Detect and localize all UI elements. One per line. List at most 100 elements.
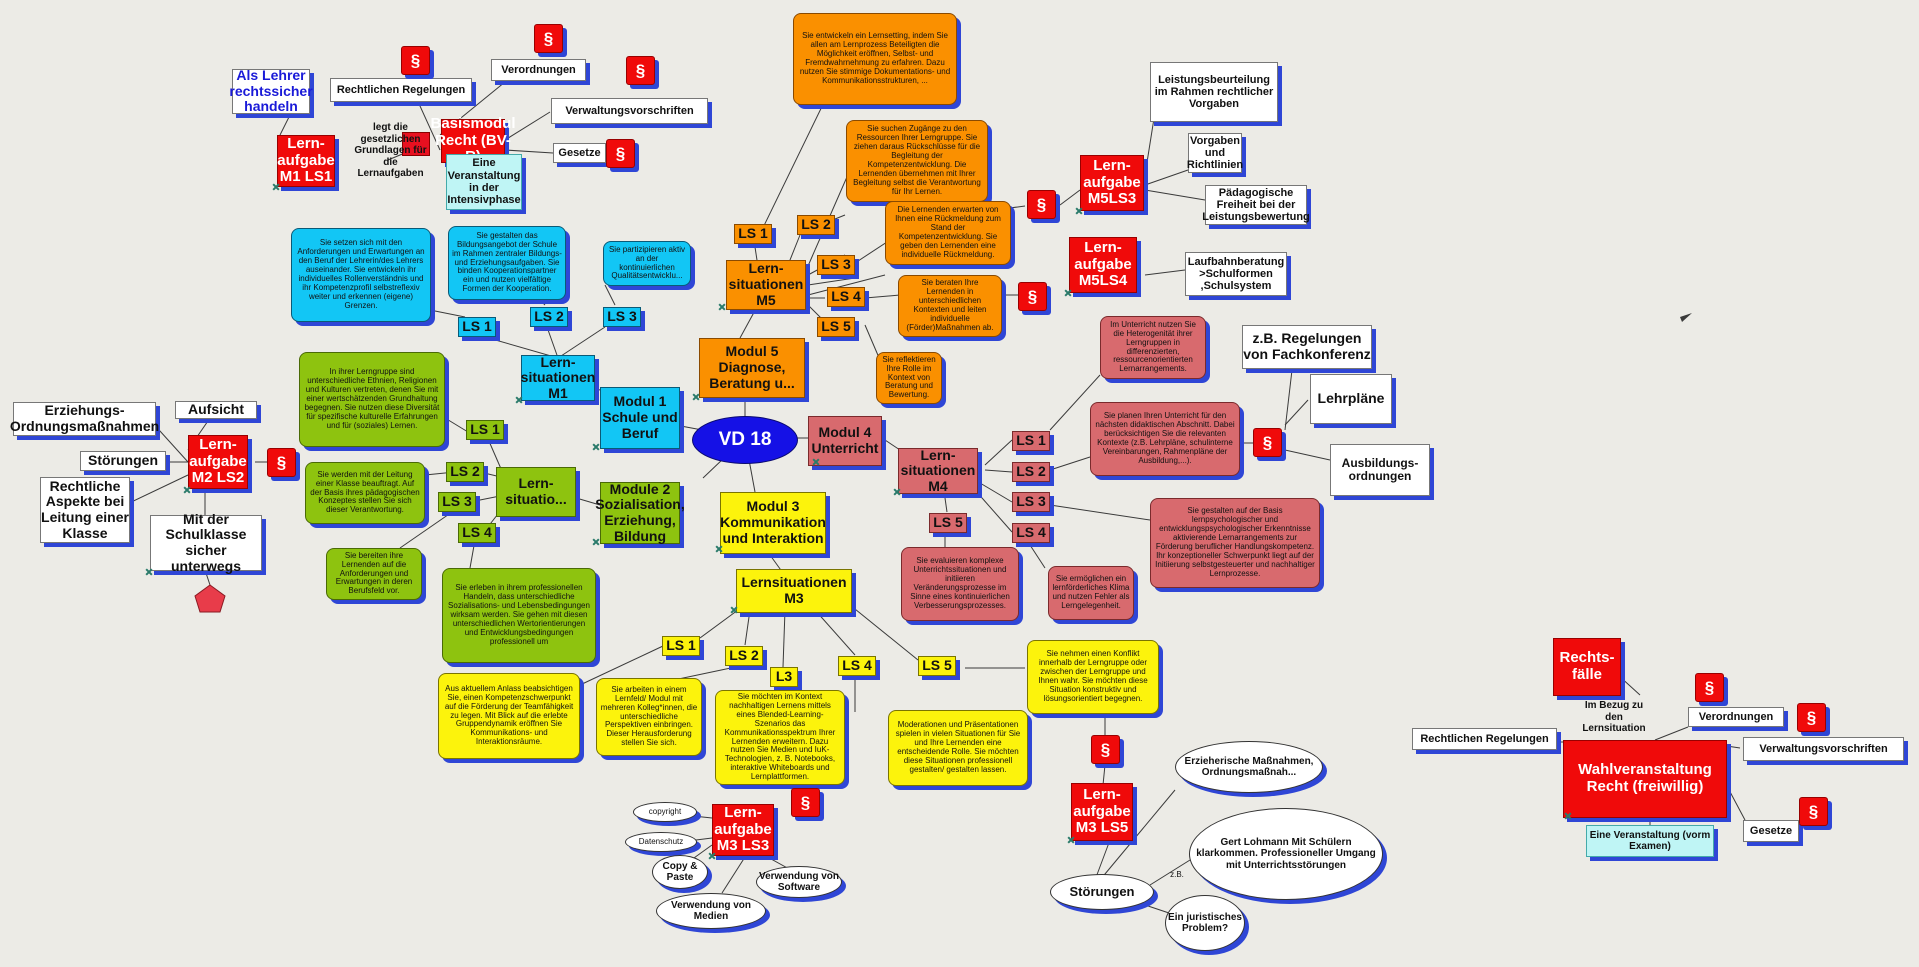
verwaltungsvorschriften-node[interactable]: Verwaltungsvorschriften [551, 98, 708, 124]
m4-ls2-node[interactable]: LS 2 [1012, 462, 1050, 482]
wahl-verordnungen-node[interactable]: Verordnungen [1688, 707, 1784, 727]
link-icon[interactable] [1067, 836, 1075, 844]
link-icon[interactable] [1564, 812, 1572, 820]
copyright-node[interactable]: copyright [633, 802, 697, 822]
verordnungen-node[interactable]: Verordnungen [491, 59, 586, 81]
m2-mit-schulklasse-node[interactable]: Mit der Schulklasse sicher unterwegs [150, 511, 262, 574]
link-icon[interactable] [145, 568, 153, 576]
m5-lernsituationen-node[interactable]: Lern-situationen M5 [726, 260, 806, 310]
paedagogische-freiheit-node[interactable]: Pädagogische Freiheit bei der Leistungsb… [1202, 185, 1310, 225]
m4-ls3-node[interactable]: LS 3 [1012, 492, 1050, 512]
m3-ls4-node[interactable]: LS 4 [838, 656, 876, 676]
m3-ls2-node[interactable]: LS 2 [725, 646, 763, 666]
m5-ls2-node[interactable]: LS 2 [797, 215, 835, 235]
paragraph-icon[interactable]: § [1018, 282, 1047, 311]
m2-ls4-node[interactable]: LS 4 [458, 523, 496, 543]
erzieherische-massnahmen-node[interactable]: Erzieherische Maßnahmen, Ordnungsmaßnah.… [1175, 741, 1323, 793]
paragraph-icon[interactable]: § [1253, 428, 1282, 457]
paragraph-icon[interactable]: § [1091, 735, 1120, 764]
m1-lernaufgabe-node[interactable]: Lern-aufgabe M1 LS1 [277, 134, 335, 187]
m4-ls1-node[interactable]: LS 1 [1012, 431, 1050, 451]
link-icon[interactable] [715, 545, 723, 553]
m1-lernsituationen-node[interactable]: Lern-situationen M1 [520, 353, 596, 401]
m2-lernaufgabe-node[interactable]: Lern-aufgabe M2 LS2 [188, 435, 248, 489]
m1-ls1-node[interactable]: LS 1 [458, 317, 496, 337]
center-node-vd18[interactable]: VD 18 [692, 416, 798, 464]
m1-ls3-node[interactable]: LS 3 [603, 307, 641, 327]
m3-ls3-lernaufgabe-node[interactable]: Lern-aufgabe M3 LS3 [712, 804, 774, 856]
m5ls4-lernaufgabe-node[interactable]: Lern-aufgabe M5LS4 [1069, 237, 1137, 293]
modul3-node[interactable]: Modul 3 Kommunikation und Interaktion [720, 492, 826, 554]
verwendung-software-node[interactable]: Verwendung von Software [756, 866, 842, 898]
link-icon[interactable] [272, 183, 280, 191]
modul2-node[interactable]: Module 2 Sozialisation, Erziehung, Bildu… [595, 480, 685, 544]
link-icon[interactable] [708, 852, 716, 860]
m5-ls3-node[interactable]: LS 3 [817, 255, 855, 275]
link-icon[interactable] [1075, 207, 1083, 215]
ausbildungsordnungen-node[interactable]: Ausbildungs-ordnungen [1330, 444, 1430, 496]
gesetze-node[interactable]: Gesetze [553, 143, 606, 163]
m3-ls1-node[interactable]: LS 1 [662, 636, 700, 656]
m4-ls4-node[interactable]: LS 4 [1012, 523, 1050, 543]
zb-regelungen-node[interactable]: z.B. Regelungen von Fachkonferenz [1242, 325, 1372, 369]
paragraph-icon[interactable]: § [1797, 703, 1826, 732]
paragraph-icon[interactable]: § [626, 56, 655, 85]
als-lehrer-node[interactable]: Als Lehrer rechtssicher handeln [229, 67, 313, 115]
lehrplaene-node[interactable]: Lehrpläne [1310, 374, 1392, 424]
m2-ls2-node[interactable]: LS 2 [446, 462, 484, 482]
modul1-node[interactable]: Modul 1 Schule und Beruf [600, 387, 680, 449]
wahl-eine-veranstaltung-node[interactable]: Eine Veranstaltung (vorm Examen) [1586, 825, 1714, 857]
m4-ls5-node[interactable]: LS 5 [929, 513, 967, 533]
paragraph-icon[interactable]: § [1027, 190, 1056, 219]
wahl-gesetze-node[interactable]: Gesetze [1743, 820, 1799, 842]
m3-l3-node[interactable]: L3 [770, 667, 798, 687]
rechtliche-regelungen-node[interactable]: Rechtlichen Regelungen [330, 78, 472, 102]
m2-lernsituationen-node[interactable]: Lern-situatio... [496, 467, 576, 517]
paragraph-icon[interactable]: § [606, 139, 635, 168]
link-icon[interactable] [730, 606, 738, 614]
m1-ls2-node[interactable]: LS 2 [530, 307, 568, 327]
m2-ls3-node[interactable]: LS 3 [438, 492, 476, 512]
vorgaben-richtlinien-node[interactable]: Vorgaben und Richtlinien [1186, 133, 1244, 173]
modul5-node[interactable]: Modul 5 Diagnose, Beratung u... [699, 338, 805, 398]
paragraph-icon[interactable]: § [1799, 797, 1828, 826]
m2-aufsicht-node[interactable]: Aufsicht [175, 401, 257, 419]
verwendung-medien-node[interactable]: Verwendung von Medien [656, 893, 766, 929]
paragraph-icon[interactable]: § [791, 788, 820, 817]
juristisches-problem-node[interactable]: Ein juristisches Problem? [1165, 895, 1245, 951]
link-icon[interactable] [812, 458, 820, 466]
m5-ls5-node[interactable]: LS 5 [817, 317, 855, 337]
paragraph-icon[interactable]: § [401, 46, 430, 75]
link-icon[interactable] [592, 443, 600, 451]
wahlveranstaltung-node[interactable]: Wahlveranstaltung Recht (freiwillig) [1563, 740, 1727, 818]
m3-ls5-lernaufgabe-node[interactable]: Lern-aufgabe M3 LS5 [1071, 783, 1133, 841]
copy-paste-node[interactable]: Copy & Paste [652, 855, 708, 889]
m2-stoerungen-node[interactable]: Störungen [80, 451, 166, 471]
leistungsbeurteilung-node[interactable]: Leistungsbeurteilung im Rahmen rechtlich… [1150, 62, 1278, 122]
m5-ls4-node[interactable]: LS 4 [827, 287, 865, 307]
wahl-rechtliche-regelungen-node[interactable]: Rechtlichen Regelungen [1412, 728, 1557, 750]
m2-erziehungs-node[interactable]: Erziehungs-Ordnungsmaßnahmen [9, 402, 160, 436]
paragraph-icon[interactable]: § [267, 448, 296, 477]
modul4-node[interactable]: Modul 4 Unterricht [808, 416, 882, 466]
rechtsfaelle-node[interactable]: Rechts-fälle [1553, 638, 1621, 696]
paragraph-icon[interactable]: § [1695, 673, 1724, 702]
stoerungen-node[interactable]: Störungen [1050, 874, 1154, 910]
link-icon[interactable] [515, 396, 523, 404]
paragraph-icon[interactable]: § [534, 24, 563, 53]
link-icon[interactable] [893, 488, 901, 496]
m5ls3-lernaufgabe-node[interactable]: Lern-aufgabe M5LS3 [1080, 155, 1144, 211]
wahl-verwaltungsvorschriften-node[interactable]: Verwaltungsvorschriften [1743, 737, 1904, 761]
eine-veranstaltung-node[interactable]: Eine Veranstaltung in der Intensivphase [446, 154, 522, 210]
datenschutz-node[interactable]: Datenschutz [625, 832, 697, 852]
link-icon[interactable] [592, 538, 600, 546]
gert-lohmann-node[interactable]: Gert Lohmann Mit Schülern klarkommen. Pr… [1189, 808, 1383, 900]
link-icon[interactable] [718, 303, 726, 311]
link-icon[interactable] [1064, 289, 1072, 297]
m3-ls5-node[interactable]: LS 5 [918, 656, 956, 676]
m3-lernsituationen-node[interactable]: Lernsituationen M3 [736, 569, 852, 613]
link-icon[interactable] [692, 393, 700, 401]
m2-ls1-node[interactable]: LS 1 [466, 420, 504, 440]
m4-lernsituationen-node[interactable]: Lern-situationen M4 [898, 447, 978, 494]
m2-rechtlich-node[interactable]: Rechtliche Aspekte bei Leitung einer Kla… [40, 477, 130, 543]
